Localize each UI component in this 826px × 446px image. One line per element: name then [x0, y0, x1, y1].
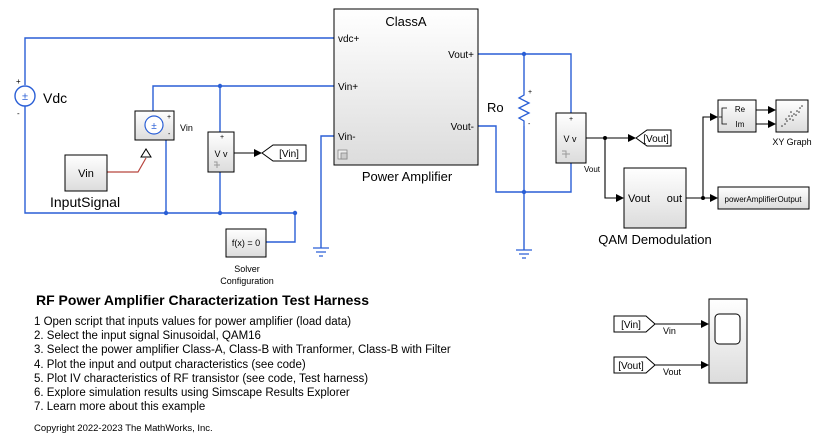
goto-vin-tag[interactable]: [Vin] [261, 144, 307, 162]
complex-to-real-imag-block[interactable]: Re Im [717, 99, 757, 133]
amp-port-vout-minus: Vout- [451, 122, 474, 133]
voltage-sensor-vout-label: Vout [584, 165, 601, 174]
goto-vout-label: [Vout] [643, 134, 669, 145]
wire-vout-minus-sensor[interactable] [478, 125, 572, 193]
voltage-sensor-vin-plus: + [220, 134, 224, 141]
wire-vout-plus-sensor[interactable] [524, 53, 572, 113]
ground-small-icon [562, 150, 570, 158]
qam-port-out: out [667, 193, 682, 205]
input-signal-block[interactable]: Vin InputSignal [50, 154, 120, 210]
goto-vout-tag[interactable]: [Vout] [635, 129, 672, 147]
wire-solver-config[interactable] [266, 213, 296, 243]
amp-port-vin-minus: Vin- [338, 132, 356, 143]
harness-step-6[interactable]: 6. Explore simulation results using Sims… [34, 387, 350, 400]
harness-steps-list: 1 Open script that inputs values for pow… [34, 315, 451, 414]
ground-icon [516, 249, 532, 259]
wire-amp-vin-minus-ground[interactable] [320, 135, 334, 248]
signal-connections [234, 106, 776, 369]
qam-port-in: Vout [628, 193, 650, 205]
ro-plus: + [528, 89, 532, 96]
input-signal-port-label: Vin [78, 168, 94, 180]
ro-minus: - [528, 121, 531, 128]
signal-junctions [603, 136, 705, 200]
from-vin-tag[interactable]: [Vin] Vin [613, 315, 676, 336]
harness-title: RF Power Amplifier Characterization Test… [36, 292, 369, 308]
power-amplifier-block[interactable]: ClassA vdc+ Vin+ Vin- Vout+ Vout- Power … [333, 8, 479, 184]
power-amplifier-output-block[interactable]: powerAmplifierOutput [717, 186, 810, 210]
solver-configuration-block[interactable]: f(x) = 0 Solver Configuration [220, 228, 274, 286]
wire-vout-plus-ro[interactable] [478, 53, 525, 90]
svg-text:±: ± [22, 91, 28, 103]
power-amplifier-output-label: powerAmplifierOutput [725, 195, 803, 204]
copyright-notice: Copyright 2022-2023 The MathWorks, Inc. [34, 423, 213, 434]
amp-port-vout-plus: Vout+ [448, 50, 474, 61]
from-vout-tag[interactable]: [Vout] Vout [613, 356, 682, 377]
signal-qam-to-cplx[interactable] [702, 113, 718, 198]
from-vout-label: [Vout] [618, 361, 644, 372]
amplifier-class-title: ClassA [385, 14, 427, 29]
solver-label-line1: Solver [234, 264, 260, 274]
harness-step-2[interactable]: 2. Select the input signal Sinusoidal, Q… [34, 330, 261, 343]
wire-vin-source-to-amp[interactable] [152, 85, 334, 111]
solver-block-text: f(x) = 0 [232, 238, 260, 248]
from-vout-signal-label: Vout [663, 367, 682, 377]
scope-screen-icon [714, 313, 741, 345]
voltage-sensor-vout-text: V v [563, 134, 577, 144]
signal-vout-to-qam[interactable] [604, 138, 624, 202]
ground-small-icon [214, 161, 220, 168]
voltage-sensor-vin-block[interactable]: + V v [207, 131, 235, 173]
power-amplifier-label: Power Amplifier [362, 169, 453, 184]
vin-source-minus: - [168, 131, 171, 138]
xy-scatter-icon [781, 105, 803, 127]
from-vin-signal-label: Vin [663, 326, 676, 336]
wire-vdc-ground-bus[interactable] [24, 106, 297, 214]
vin-source-plus: + [167, 114, 171, 121]
solver-label-line2: Configuration [220, 276, 274, 286]
vdc-source-block[interactable]: ± + - Vdc [14, 77, 67, 118]
wire-junctions [163, 51, 527, 216]
harness-step-3[interactable]: 3. Select the power amplifier Class-A, C… [34, 344, 451, 357]
ro-resistor-block[interactable]: Ro + - [487, 89, 532, 128]
voltage-sensor-vin-text: V v [214, 149, 228, 159]
wire-vdc-to-amp[interactable] [24, 37, 334, 85]
harness-step-7[interactable]: 7. Learn more about this example [34, 401, 206, 414]
input-signal-label: InputSignal [50, 194, 120, 210]
qam-demodulation-block[interactable]: Vout out QAM Demodulation [598, 167, 712, 247]
vdc-minus-sign: - [17, 109, 20, 118]
amp-port-vdc: vdc+ [338, 34, 360, 45]
ro-label: Ro [487, 100, 504, 115]
vin-source-label: Vin [180, 123, 193, 133]
vdc-label: Vdc [43, 90, 67, 106]
from-vin-label: [Vin] [621, 320, 641, 331]
vdc-plus-sign: + [16, 77, 21, 86]
svg-text:±: ± [151, 121, 157, 132]
voltage-sensor-vout-block[interactable]: + V v Vout [555, 112, 601, 174]
harness-step-1[interactable]: 1 Open script that inputs values for pow… [34, 316, 352, 328]
xy-graph-label: XY Graph [772, 137, 811, 147]
vin-controlled-source-block[interactable]: ± + - Vin [134, 110, 193, 141]
wire-inputsignal-to-source[interactable] [107, 157, 147, 173]
scope-block[interactable] [708, 298, 748, 384]
cplx-im-label: Im [736, 120, 745, 129]
physical-connections [24, 37, 572, 250]
xy-graph-block[interactable]: XY Graph [772, 99, 812, 147]
harness-step-5[interactable]: 5. Plot IV characteristics of RF transis… [34, 372, 369, 385]
ground-icon [313, 247, 329, 257]
cplx-re-label: Re [735, 105, 746, 114]
vin-source-input-port-icon [140, 148, 152, 158]
goto-vin-label: [Vin] [279, 149, 299, 160]
voltage-sensor-vout-plus: + [569, 116, 573, 123]
qam-demodulation-label: QAM Demodulation [598, 232, 711, 247]
harness-step-4[interactable]: 4. Plot the input and output characteris… [34, 358, 306, 371]
amp-port-vin-plus: Vin+ [338, 82, 358, 93]
